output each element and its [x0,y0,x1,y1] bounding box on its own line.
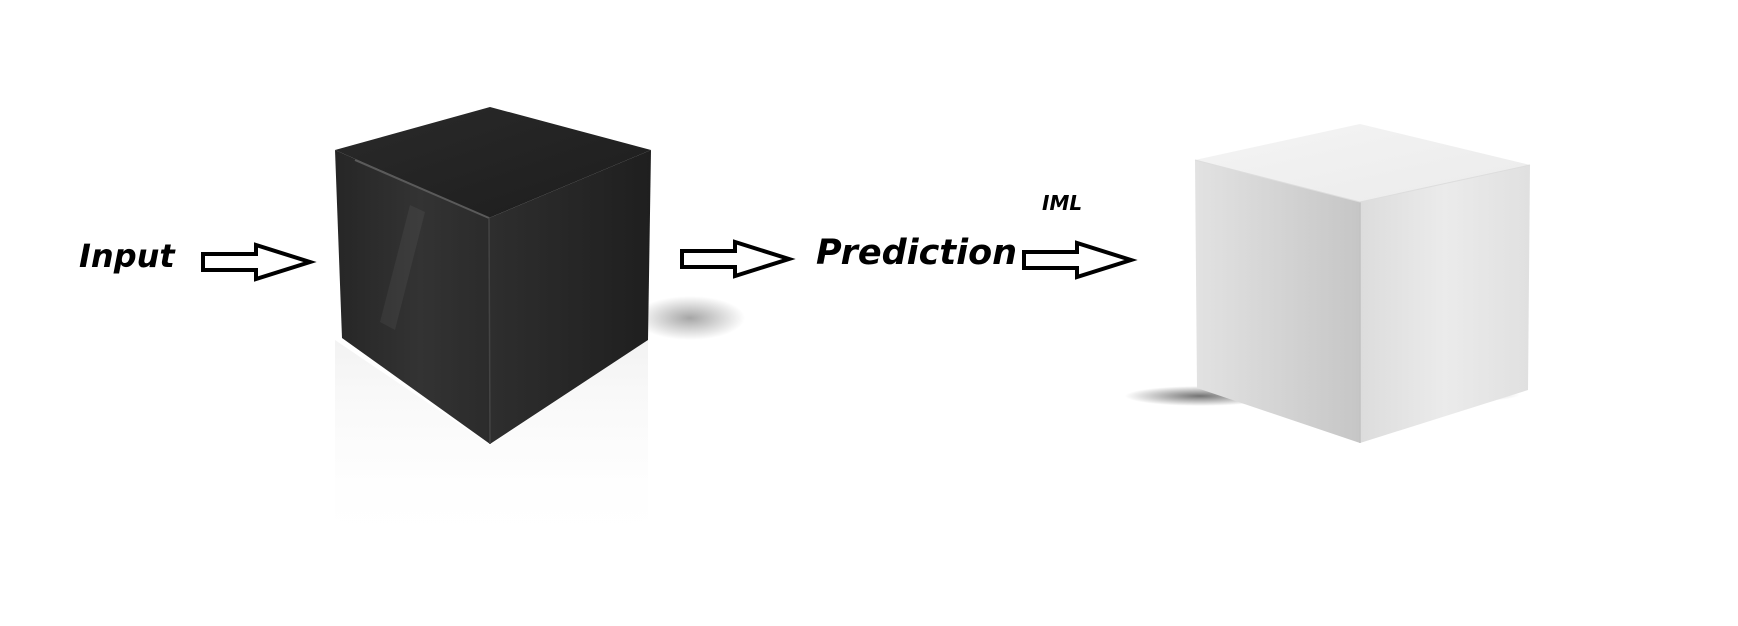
black-box-gloss [380,205,425,330]
hollow-right-arrow-icon [201,242,317,282]
black-box-top-face [335,107,651,218]
white-box-top-edge [1194,159,1531,203]
prediction-label: Prediction [816,233,1018,273]
hollow-right-arrow-icon [1022,240,1138,280]
white-box-left-face [1195,160,1360,443]
arrow-input-to-blackbox [201,242,317,282]
arrow-blackbox-to-prediction [680,239,796,279]
white-box-top-face [1195,124,1530,202]
hollow-right-arrow-icon [680,239,796,279]
white-box-cube-icon [1125,124,1531,443]
iml-label: IML [1042,191,1083,215]
black-box-right-face [489,150,651,444]
black-box-shadow [635,296,745,340]
input-label: Input [79,237,175,275]
white-box-right-face [1360,165,1530,443]
black-box-edge-highlight [354,159,490,219]
black-box-left-face [335,150,490,444]
black-box-vertical-highlight [488,217,491,445]
black-box-cube-icon [335,107,745,555]
arrow-prediction-to-whitebox [1022,240,1138,280]
black-box-reflection [335,340,648,555]
